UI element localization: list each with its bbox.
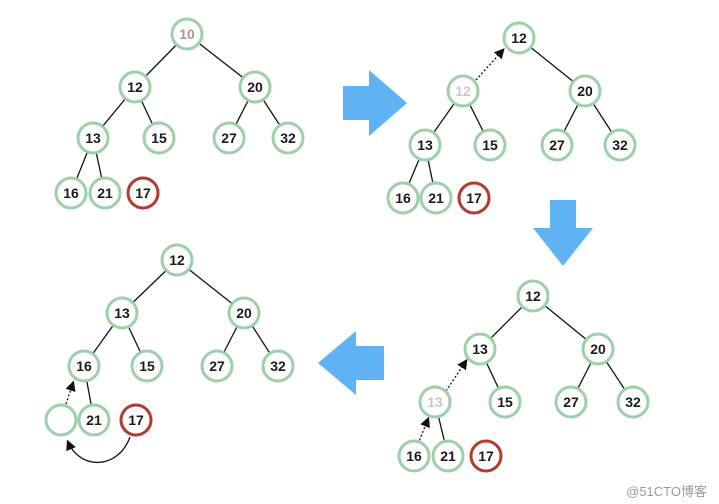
node-value: 15	[497, 394, 513, 410]
node-value: 16	[395, 190, 411, 206]
node-value: 12	[455, 83, 471, 99]
tree-node	[88, 176, 122, 210]
tree-step-3: 12 13 20 13 15 27 32 16 21 17	[397, 279, 650, 473]
tree-node	[408, 128, 442, 162]
tree-node	[170, 17, 204, 51]
tree-node	[603, 128, 637, 162]
tree-node	[473, 128, 507, 162]
tree-node	[142, 121, 176, 155]
tree-node	[446, 74, 480, 108]
tree-node	[160, 243, 194, 277]
tree-step-1: 10 12 20 13 15 27 32 16 21 17	[54, 17, 305, 210]
node-value: 13	[85, 130, 101, 146]
promote-arrow	[475, 48, 505, 81]
node-value: 32	[280, 130, 296, 146]
node-value: 16	[406, 448, 422, 464]
node-value: 27	[549, 137, 565, 153]
tree-node	[397, 439, 431, 473]
tree-node	[238, 70, 272, 104]
flow-arrow-right	[343, 70, 407, 136]
tree-node	[76, 121, 110, 155]
tree-step-4: 12 13 20 16 15 27 32 21 17	[44, 243, 295, 464]
node-value: 17	[466, 190, 482, 206]
node-value: 12	[169, 252, 185, 268]
tree-node	[502, 21, 536, 55]
node-value: 32	[270, 358, 286, 374]
node-value: 12	[525, 288, 541, 304]
tree-node-empty	[44, 403, 78, 437]
tree-node	[271, 121, 305, 155]
tree-node	[554, 385, 588, 419]
node-value: 13	[472, 341, 488, 357]
insert-arrow	[66, 436, 131, 464]
tree-node	[463, 332, 497, 366]
tree-node	[516, 279, 550, 313]
promote-arrow	[417, 416, 430, 445]
node-value: 20	[577, 83, 593, 99]
node-value: 13	[427, 394, 443, 410]
node-value: 27	[221, 130, 237, 146]
node-value: 17	[478, 448, 494, 464]
tree-node	[431, 439, 465, 473]
flow-arrow-down	[533, 200, 593, 266]
node-value: 17	[135, 185, 151, 201]
tree-node-new	[469, 439, 503, 473]
node-value: 32	[612, 137, 628, 153]
node-value: 12	[127, 79, 143, 95]
flow-arrow-left	[318, 331, 384, 395]
tree-node	[261, 349, 295, 383]
tree-node	[581, 332, 615, 366]
tree-node	[568, 74, 602, 108]
tree-node	[212, 121, 246, 155]
promote-arrow	[65, 380, 76, 405]
tree-node	[227, 296, 261, 330]
node-value: 21	[97, 185, 113, 201]
tree-node	[386, 181, 420, 215]
tree-node	[419, 181, 453, 215]
tree-node	[118, 70, 152, 104]
promote-arrow	[445, 358, 468, 392]
node-value: 27	[209, 358, 225, 374]
tree-node-new	[119, 403, 153, 437]
node-value: 13	[417, 137, 433, 153]
node-value: 13	[114, 305, 130, 321]
node-value: 20	[247, 79, 263, 95]
node-value: 20	[590, 341, 606, 357]
node-value: 10	[179, 26, 195, 42]
tree-node	[488, 385, 522, 419]
node-value: 21	[86, 412, 102, 428]
tree-node	[540, 128, 574, 162]
tree-node	[130, 349, 164, 383]
tree-node	[105, 296, 139, 330]
node-value: 20	[236, 305, 252, 321]
tree-node	[67, 349, 101, 383]
tree-node	[77, 403, 111, 437]
node-value: 21	[440, 448, 456, 464]
node-value: 15	[151, 130, 167, 146]
tree-node	[418, 385, 452, 419]
node-value: 21	[428, 190, 444, 206]
watermark: @51CTO博客	[626, 484, 707, 499]
node-value: 12	[511, 30, 527, 46]
tree-node	[616, 385, 650, 419]
tree-node-new	[126, 176, 160, 210]
node-value: 27	[563, 394, 579, 410]
tree-node-new	[457, 181, 491, 215]
tree-step-2: 12 12 20 13 15 27 32 16 21 17	[386, 21, 637, 215]
node-value: 17	[128, 412, 144, 428]
node-value: 15	[482, 137, 498, 153]
tree-node	[200, 349, 234, 383]
tree-node	[54, 176, 88, 210]
node-value: 32	[625, 394, 641, 410]
node-value: 15	[139, 358, 155, 374]
node-value: 16	[63, 185, 79, 201]
node-value: 16	[76, 358, 92, 374]
